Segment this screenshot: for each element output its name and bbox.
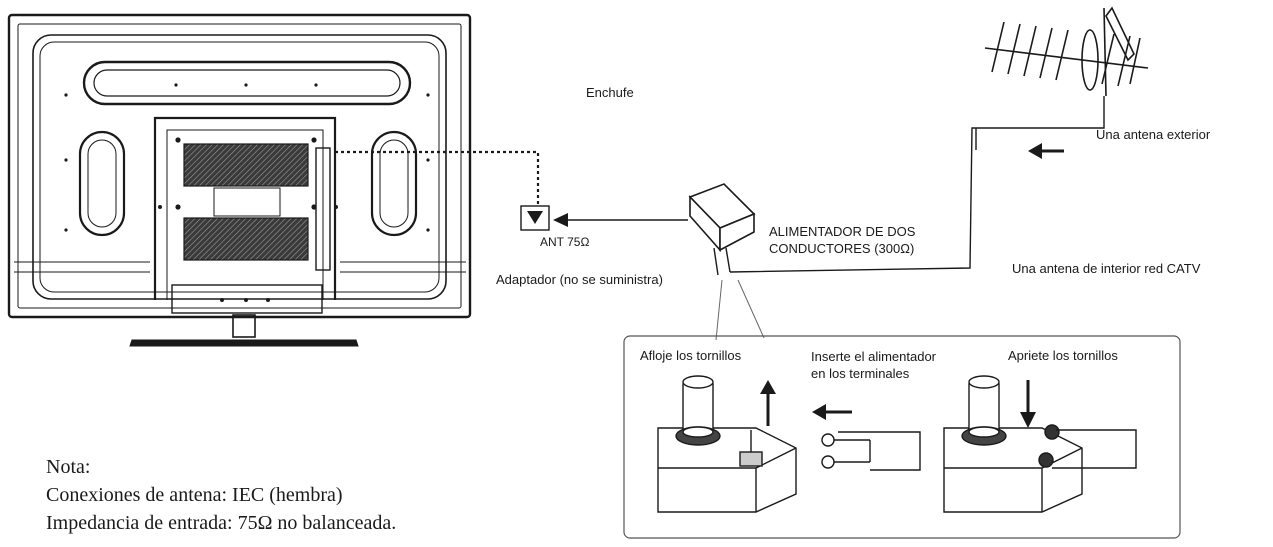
- outdoor-antenna-icon: [984, 6, 1149, 97]
- arrow-down-icon: [1020, 380, 1036, 428]
- note-line2: Impedancia de entrada: 75Ω no balanceada…: [46, 512, 397, 534]
- ant-port-label: ANT 75Ω: [540, 235, 590, 249]
- note-line1: Conexiones de antena: IEC (hembra): [46, 484, 343, 506]
- terminal-tight-illustration: [943, 375, 1137, 513]
- tv-rear-illustration: [7, 13, 472, 347]
- adapter-label: Adaptador (no se suministra): [496, 272, 663, 287]
- twin-lead-feeder: [729, 96, 1105, 273]
- step-tighten-label: Apriete los tornillos: [1008, 348, 1118, 363]
- indoor-antenna-label: Una antena de interior red CATV: [1012, 261, 1201, 276]
- note-title: Nota:: [46, 456, 91, 478]
- feeder-label: ALIMENTADOR DE DOS CONDUCTORES (300Ω): [769, 223, 915, 257]
- step-insert-line2: en los terminales: [811, 366, 910, 381]
- step-insert-line1: Inserte el alimentador: [811, 349, 937, 364]
- callout-lines: [715, 279, 765, 341]
- arrow-from-antenna-icon: [1028, 143, 1064, 159]
- outdoor-antenna-label: Una antena exterior: [1096, 127, 1211, 142]
- arrow-up-icon: [760, 380, 776, 426]
- antenna-cable-dotted: [335, 150, 540, 206]
- ant-port-icon: [520, 205, 550, 231]
- feeder-label-line2: CONDUCTORES (300Ω): [769, 241, 915, 256]
- terminal-inset-frame: [623, 335, 1181, 539]
- feeder-label-line1: ALIMENTADOR DE DOS: [769, 224, 916, 239]
- note-block: Nota: Conexiones de antena: IEC (hembra)…: [46, 453, 396, 537]
- adapter-icon: [688, 183, 756, 276]
- step-insert-label: Inserte el alimentador en los terminales: [811, 348, 936, 382]
- enchufe-label: Enchufe: [586, 85, 634, 100]
- step-loosen-label: Afloje los tornillos: [640, 348, 742, 363]
- arrow-to-port-icon: [553, 213, 688, 227]
- feeder-fork-terminals: [821, 431, 921, 471]
- arrow-insert-icon: [812, 404, 852, 420]
- terminal-loose-illustration: [657, 375, 797, 513]
